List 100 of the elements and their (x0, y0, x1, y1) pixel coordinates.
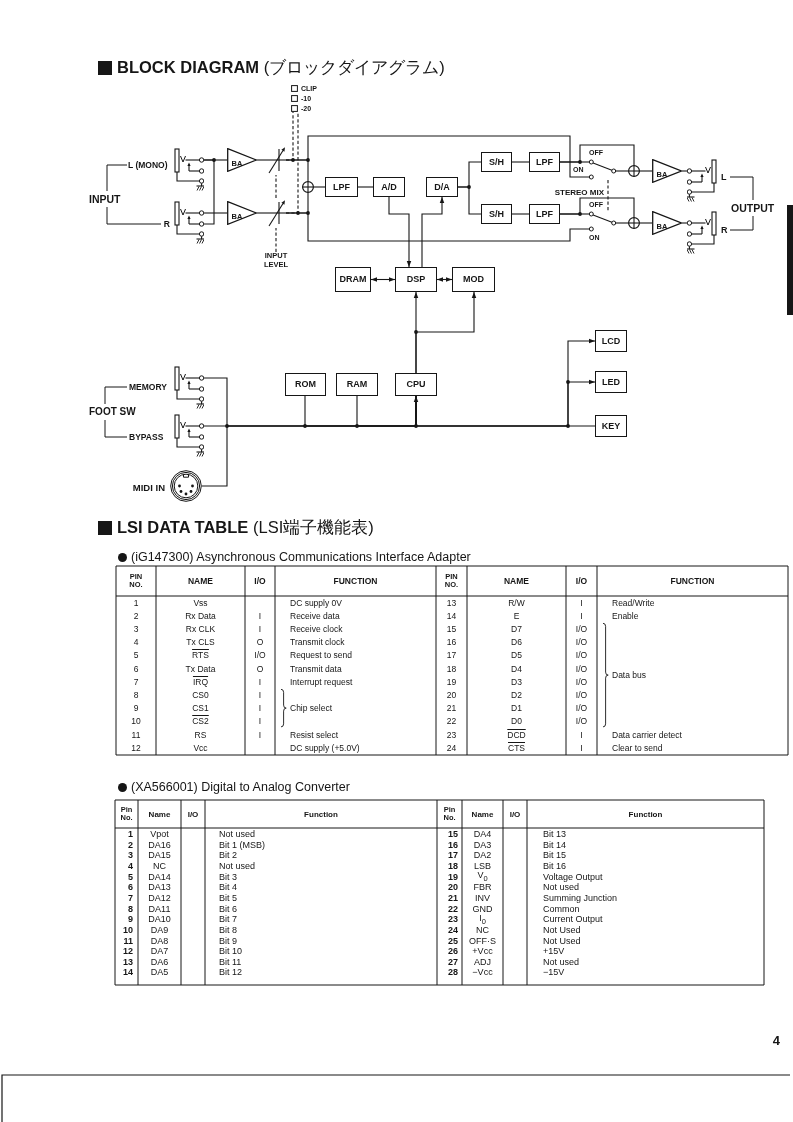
pin-number: 9 (128, 914, 133, 925)
pin-number: 22 (446, 716, 457, 727)
pin-number: 15 (446, 623, 457, 634)
summing-junction-icon (628, 217, 640, 229)
io-direction: I (258, 610, 262, 621)
pin-name: DA16 (148, 839, 171, 851)
io-direction: I/O (575, 676, 588, 687)
pin-function: Data carrier detect (612, 729, 682, 740)
pin-function: +15V (543, 946, 565, 957)
pin-name: DA9 (150, 924, 169, 936)
pin-number: 16 (448, 839, 458, 851)
level-indicator-icon (291, 85, 298, 92)
pin-function: DC supply (+5.0V) (290, 742, 360, 753)
pin-function: Receive data (290, 610, 340, 621)
pin-number: 13 (123, 956, 133, 968)
pin-name: DA11 (148, 903, 171, 915)
function-block: S/H (481, 204, 512, 224)
pin-name: D6 (511, 637, 522, 648)
pin-name: DA10 (148, 914, 171, 925)
io-direction: I (580, 597, 583, 608)
pin-function: Data bus (612, 670, 647, 681)
pin-name: Rx Data (185, 610, 216, 621)
table-heading: (iG147300) Asynchronous Communications Interface Adapter (131, 549, 471, 565)
pin-number: 16 (446, 637, 457, 648)
pin-number: 20 (448, 882, 458, 893)
io-direction: I (258, 716, 262, 727)
connector-line (511, 213, 530, 215)
pin-function: Interrupt request (290, 676, 353, 687)
pin-number: 17 (448, 850, 458, 861)
pin-function: Bit 4 (219, 882, 237, 893)
pin-function: Bit 7 (219, 914, 237, 925)
column-header: NAME (188, 576, 213, 586)
pin-number: 27 (448, 956, 458, 968)
arrow (421, 196, 445, 268)
pin-number: 8 (128, 903, 133, 915)
dashed-link-line (607, 179, 609, 212)
function-block: A/D (373, 177, 405, 197)
pin-number: 7 (128, 892, 133, 904)
io-direction: I (258, 703, 262, 714)
function-block: D/A (426, 177, 458, 197)
column-header: FUNCTION (670, 576, 715, 586)
pin-name: D7 (511, 623, 522, 634)
connector-line (559, 197, 635, 218)
io-direction: I/O (575, 716, 588, 727)
pin-number: 14 (446, 610, 457, 621)
pin-number: 3 (133, 623, 139, 634)
function-block: MOD (452, 267, 495, 292)
arrow (388, 196, 412, 268)
function-block: KEY (595, 415, 627, 437)
io-direction: I (258, 689, 262, 700)
pin-number: 11 (123, 935, 133, 947)
pin-number: 14 (123, 967, 133, 979)
diagram-title: BLOCK DIAGRAM (ブロックダイアグラム) (117, 58, 445, 78)
potentiometer-icon (266, 145, 286, 175)
pin-name: OFF·S (469, 935, 496, 947)
io-direction: I (258, 676, 262, 687)
pin-number: 21 (448, 892, 458, 904)
io-direction: I/O (575, 663, 588, 674)
pin-number: 21 (446, 703, 457, 714)
pin-function: Bit 10 (219, 946, 242, 957)
jack-label: MEMORY (129, 382, 167, 392)
pin-name: DA13 (148, 882, 171, 893)
pin-number: 2 (128, 839, 133, 851)
jack-socket-icon (174, 366, 204, 410)
pin-function: Clear to send (612, 742, 663, 753)
jack-label: R (163, 219, 170, 229)
connector-line (457, 186, 482, 215)
io-direction: I (258, 623, 262, 634)
function-block: RAM (336, 373, 378, 396)
pin-number: 25 (448, 935, 458, 947)
pin-name: D5 (511, 650, 522, 661)
jack-socket-icon (174, 201, 204, 245)
pin-function: Request to send (290, 650, 352, 661)
function-block: CPU (395, 373, 437, 396)
pin-name: V$_{0}$ (477, 870, 488, 884)
pin-name: DA14 (148, 871, 171, 883)
pin-number: 5 (128, 871, 133, 883)
pin-function: Resist select (290, 729, 339, 740)
pin-name: DA15 (148, 850, 171, 861)
pin-number: 8 (133, 689, 139, 700)
pin-function: Not used (543, 882, 580, 893)
pin-name: DA12 (148, 892, 171, 904)
switch-icon (589, 211, 616, 232)
pin-function: Bit 11 (219, 956, 242, 968)
connector-line (511, 161, 530, 163)
pin-function: Bit 14 (543, 839, 566, 851)
connector-line (681, 222, 688, 224)
level-indicator-icon (291, 95, 298, 102)
section-heading: LSI DATA TABLE (LSI端子機能表) (117, 518, 374, 538)
pin-name: DA4 (473, 829, 492, 840)
table-heading: (XA566001) Digital to Analog Converter (131, 779, 350, 795)
function-block: LPF (529, 204, 560, 224)
pin-name: CS2 (192, 716, 209, 727)
connector-line (357, 186, 374, 188)
io-direction: O (256, 663, 264, 674)
pin-number: 26 (448, 946, 458, 957)
pin-function: Enable (612, 610, 639, 621)
pin-number: 18 (446, 663, 457, 674)
pin-name: Vss (193, 597, 208, 608)
pin-function: Bit 16 (543, 860, 566, 872)
